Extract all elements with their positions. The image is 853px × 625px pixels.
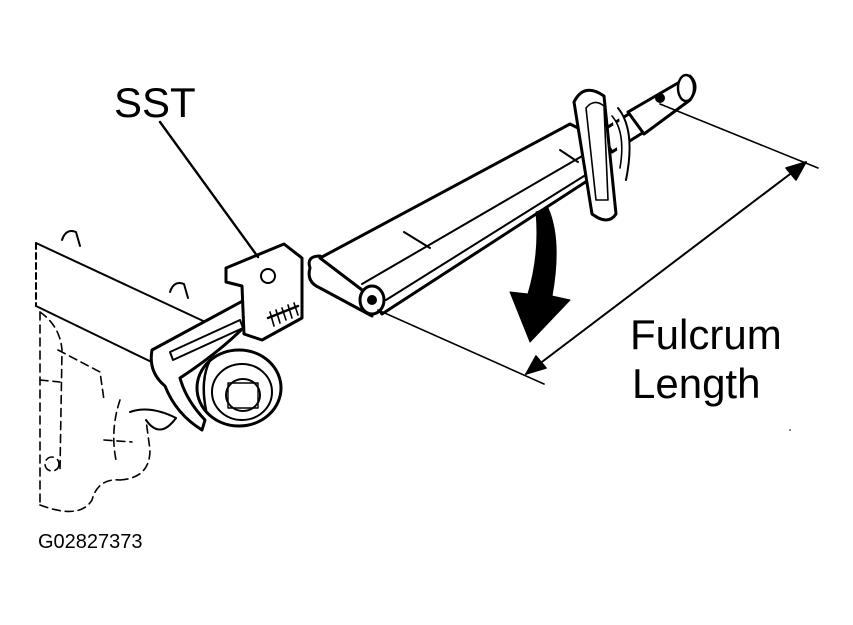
length-label: Length (632, 360, 761, 407)
figure-id: G02827373 (38, 531, 143, 553)
fulcrum-length-dimension (377, 103, 819, 385)
torque-wrench (307, 73, 697, 318)
fulcrum-label: Fulcrum (630, 311, 782, 358)
sst-label: SST (114, 79, 196, 126)
sst-leader-line (158, 120, 260, 259)
bolt-socket (195, 348, 283, 428)
sst-tool (149, 242, 304, 432)
direction-arrow (509, 207, 571, 343)
engine-housing (35, 230, 215, 513)
